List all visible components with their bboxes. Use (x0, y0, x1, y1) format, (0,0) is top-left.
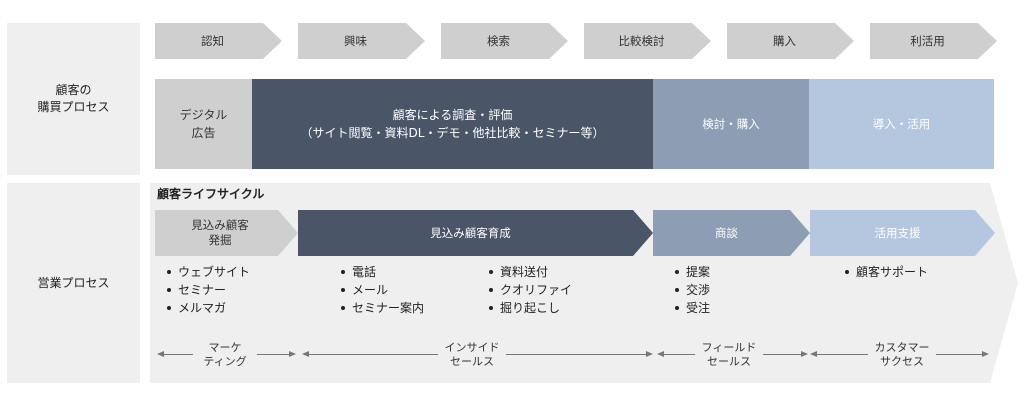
stage-label-5: 購入 (773, 34, 796, 48)
sales-stage-prospect: 見込み顧客 発掘 (191, 218, 249, 247)
list-item: 掘り起こし (489, 299, 572, 317)
list-item: 資料送付 (489, 263, 572, 281)
sales-process-label: 営業プロセス (7, 183, 140, 383)
role-line (308, 354, 438, 355)
role-line (663, 354, 695, 355)
role-line (163, 354, 193, 355)
role-line (257, 354, 289, 355)
sales-stage-nurture: 見込み顧客育成 (430, 226, 511, 240)
stage-label-2: 興味 (344, 34, 367, 48)
sales-chevron-support (810, 210, 995, 256)
bullets-field: 提案 交渉 受注 (675, 263, 710, 317)
list-item: 受注 (675, 299, 710, 317)
role-field-sales: フィールド セールス (701, 341, 757, 368)
purchase-process-label: 顧客の 購買プロセス (7, 23, 140, 175)
list-item: クオリファイ (489, 281, 572, 299)
sales-chevron-negotiation (653, 210, 810, 256)
list-item: セミナー (167, 281, 250, 299)
arrow-left-icon (657, 351, 664, 357)
arrow-left-icon (157, 351, 164, 357)
role-line (763, 354, 801, 355)
digital-ad-block: デジタル 広告 (155, 79, 252, 169)
bullets-cs: 顧客サポート (845, 263, 928, 281)
role-customer-success: カスタマー サクセス (874, 341, 930, 368)
stage-chevron-1 (155, 23, 282, 59)
bullets-inside-1: 電話 メール セミナー案内 (341, 263, 424, 317)
list-item: 顧客サポート (845, 263, 928, 281)
arrow-right-icon (801, 351, 808, 357)
list-item: 電話 (341, 263, 424, 281)
arrow-left-icon (810, 351, 817, 357)
list-item: 交渉 (675, 281, 710, 299)
stage-chevrons (155, 23, 997, 59)
sales-stage-support: 活用支援 (874, 226, 921, 240)
stage-label-1: 認知 (201, 34, 224, 48)
review-purchase-block: 検討・購入 (653, 79, 809, 169)
sales-chevron-nurture (298, 210, 653, 256)
lifecycle-title: 顧客ライフサイクル (157, 187, 265, 201)
arrow-left-icon (302, 351, 309, 357)
arrow-right-icon (982, 351, 989, 357)
customer-evaluation-block: 顧客による調査・評価 （サイト閲覧・資料DL・デモ・他社比較・セミナー等） (252, 79, 653, 169)
role-line (506, 354, 646, 355)
list-item: 提案 (675, 263, 710, 281)
sales-stage-negotiation: 商談 (715, 226, 738, 240)
list-item: メール (341, 281, 424, 299)
sales-chevron-prospect (155, 210, 298, 256)
list-item: メルマガ (167, 299, 250, 317)
list-item: セミナー案内 (341, 299, 424, 317)
bullets-marketing: ウェブサイト セミナー メルマガ (167, 263, 250, 317)
stage-chevron-5 (727, 23, 854, 59)
bullets-inside-2: 資料送付 クオリファイ 掘り起こし (489, 263, 572, 317)
adopt-use-block: 導入・活用 (809, 79, 994, 169)
role-line (816, 354, 868, 355)
arrow-right-icon (646, 351, 653, 357)
arrow-right-icon (289, 351, 296, 357)
list-item: ウェブサイト (167, 263, 250, 281)
role-inside-sales: インサイド セールス (444, 341, 500, 368)
stage-chevron-2 (298, 23, 425, 59)
role-marketing: マーケ ティング (203, 341, 247, 368)
stage-label-3: 検索 (487, 34, 510, 48)
stage-chevron-6 (870, 23, 997, 59)
role-line (936, 354, 982, 355)
stage-chevron-3 (441, 23, 568, 59)
stage-chevron-4 (584, 23, 711, 59)
stage-label-4: 比較検討 (618, 34, 665, 48)
stage-label-6: 利活用 (910, 34, 945, 48)
